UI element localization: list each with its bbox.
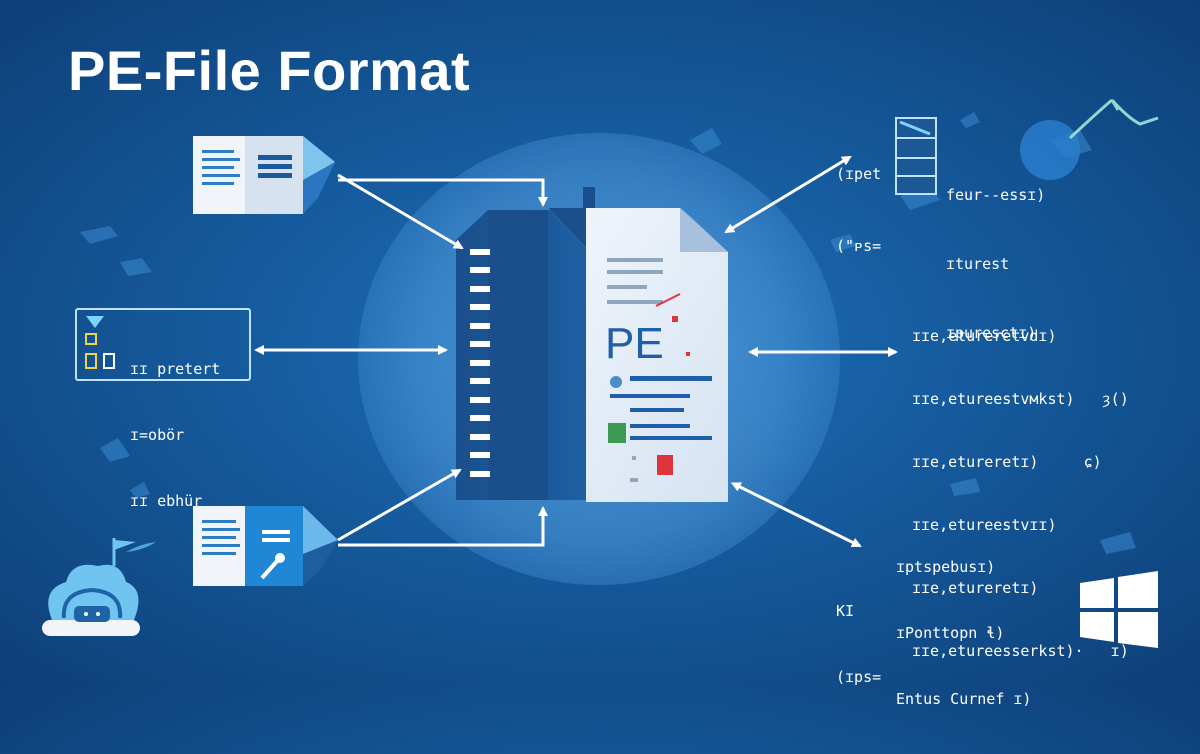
code-line: Entus Curnef ɪ) — [896, 688, 1031, 710]
code-prefix: (ɪps= — [836, 666, 881, 688]
pe-label: PE — [605, 319, 664, 368]
diagram-canvas: PE-File Format — [0, 0, 1200, 686]
code-line: ɪɪe,etureretvdɪ) — [912, 326, 1129, 347]
arrow-bottom-left-horizontal — [338, 508, 543, 545]
center-pe-document: PE — [456, 187, 728, 502]
code-line: ɪturest — [946, 253, 1045, 276]
arrow-top-right — [726, 160, 845, 232]
code-block-bottom-right: ɪptspebusɪ) ɪPonttopn ɬ) Entus Curnef ɪ) — [896, 512, 1031, 754]
arrow-top-left-diagonal — [338, 175, 462, 248]
code-line: feur--essɪ) — [946, 184, 1045, 207]
code-line: ɪptspebusɪ) — [896, 556, 1031, 578]
code-line: ɪɪ pretert — [130, 358, 220, 380]
code-prefix: ΚΙ — [836, 600, 881, 622]
cloud-icon — [42, 565, 140, 636]
bird-icon — [1070, 100, 1158, 138]
arrow-bottom-left-diagonal — [338, 470, 460, 540]
code-line: ɪɪe,etureestvмkst) ȝ() — [912, 389, 1129, 410]
code-line: ɪ=obör — [130, 424, 220, 446]
code-line: ɪɪ ebhür — [130, 490, 220, 512]
code-prefix: (ɪpet — [836, 162, 881, 186]
code-prefix: ("ᴘs= — [836, 234, 881, 258]
document-icon-top-left — [193, 136, 335, 214]
code-line: ɪPonttopn ɬ) — [896, 622, 1031, 644]
code-block-top-right-prefixes: (ɪpet ("ᴘs= — [836, 114, 881, 306]
code-block-left: ɪɪ pretert ɪ=obör ɪɪ ebhür — [130, 314, 220, 556]
code-line: ɪɪe,etureretɪ) ɕ) — [912, 452, 1129, 473]
code-block-bottom-right-prefixes: ΚΙ (ɪps= — [836, 512, 881, 732]
